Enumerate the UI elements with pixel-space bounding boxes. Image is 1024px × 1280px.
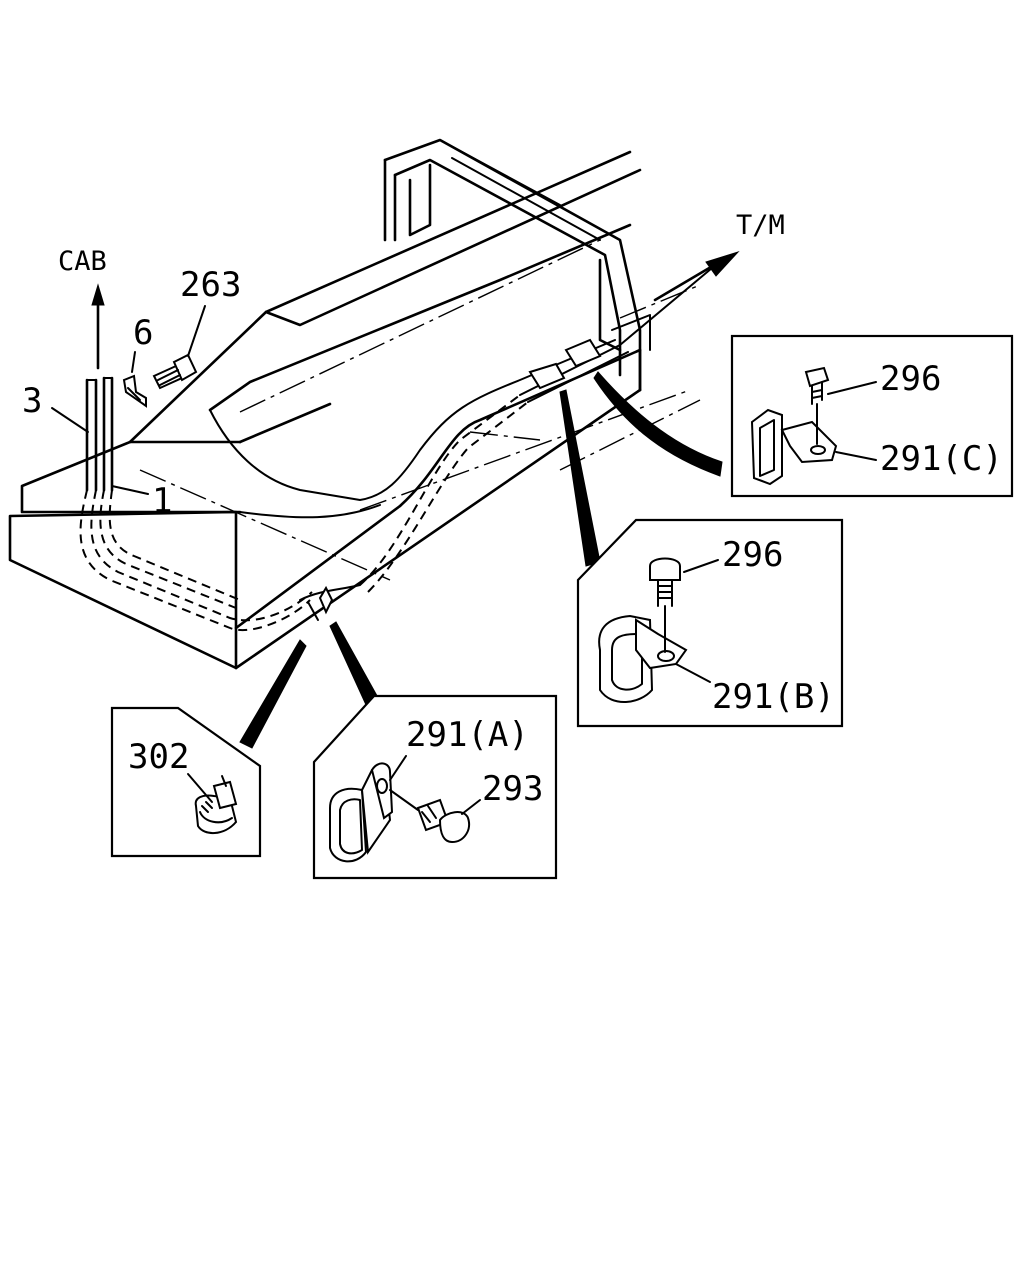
part-263-connector xyxy=(152,353,198,390)
part-293-label: 293 xyxy=(482,769,543,809)
part-291-b-label: 291(B) xyxy=(712,677,835,717)
part-296-c-leader xyxy=(827,381,877,395)
part-291-c-leader xyxy=(835,451,877,461)
part-296-b-leader xyxy=(683,559,719,573)
clip-c-main xyxy=(564,338,602,368)
part-6-clip xyxy=(122,374,147,408)
part-291-a-leader xyxy=(389,755,407,781)
clip-b-main xyxy=(528,362,566,390)
part-6-leader xyxy=(131,351,136,373)
detail-box-291a xyxy=(312,694,558,880)
part-302-leader xyxy=(187,773,213,803)
detail-pointer-291c xyxy=(593,371,723,477)
part-291-b-leader xyxy=(675,663,711,683)
detail-box-302 xyxy=(110,706,262,858)
part-293-leader xyxy=(461,799,481,815)
part-296-c-label: 296 xyxy=(880,359,941,399)
tm-label: T/M xyxy=(736,210,785,241)
part-1-leader xyxy=(111,485,149,495)
detail-box-291b xyxy=(576,518,844,728)
detail-pointer-291b xyxy=(559,389,601,567)
pipe-routing xyxy=(79,267,713,632)
part-263-label: 263 xyxy=(180,265,241,305)
part-3-label: 3 xyxy=(22,381,42,421)
part-291-c-label: 291(C) xyxy=(880,439,1003,479)
part-6-label: 6 xyxy=(133,313,153,353)
part-291-a-label: 291(A) xyxy=(406,715,529,755)
detail-pointer-302 xyxy=(239,639,307,749)
part-302-label: 302 xyxy=(128,737,189,777)
vehicle-frame xyxy=(8,138,701,670)
part-296-b-label: 296 xyxy=(722,535,783,575)
part-1-label: 1 xyxy=(152,481,172,521)
cab-label: CAB xyxy=(58,246,107,277)
clip-a-main xyxy=(307,585,334,621)
detail-box-291c xyxy=(730,334,1014,498)
cab-direction-arrow xyxy=(91,283,105,370)
part-263-leader xyxy=(187,305,206,357)
tm-direction-arrow xyxy=(653,250,740,302)
part-3-leader xyxy=(51,407,89,433)
